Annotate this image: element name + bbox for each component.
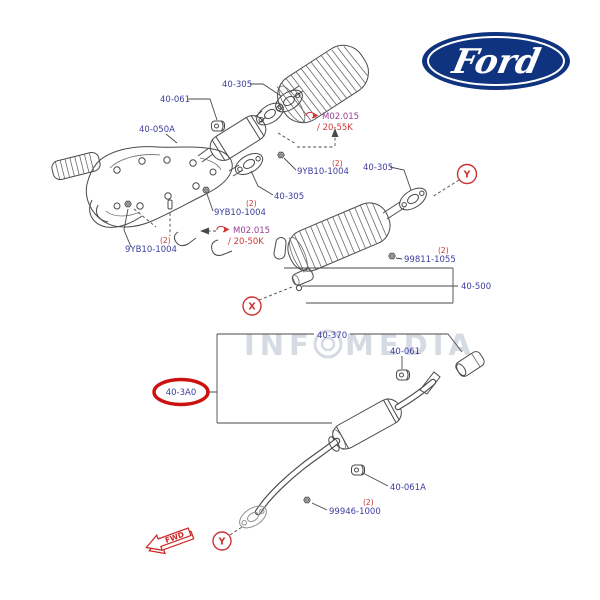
upper-assembly-drawing <box>51 44 460 304</box>
manifold-bracket-drawing <box>85 146 233 228</box>
upper-leader-lines <box>123 83 412 260</box>
callout-40-370[interactable]: 40-370 <box>317 331 347 341</box>
qty-stud-right: (2) <box>332 159 343 168</box>
callout-40-050a[interactable]: 40-050A <box>139 125 175 135</box>
flex-bellows-drawing <box>51 151 101 181</box>
qty-stud-left: (2) <box>160 236 171 245</box>
rubber-hanger-40-061a <box>351 464 365 476</box>
ford-logo: Ford <box>422 32 570 90</box>
small-bracket-drawing <box>173 231 233 256</box>
marker-y-lower[interactable]: Y <box>212 531 232 551</box>
watermark: INF MEDIA <box>244 328 471 362</box>
main-muffler-drawing <box>287 202 391 273</box>
tailpipe-core <box>395 379 436 410</box>
watermark-text-left: INF <box>244 328 314 362</box>
inlet-bolt <box>295 284 303 292</box>
tailpipe-tip-drawing <box>455 351 485 377</box>
stud-bolt-right <box>277 151 285 159</box>
lower-assembly-drawing: FWD <box>145 333 485 555</box>
bracket-40-370 <box>206 333 463 424</box>
qty-stud-mid: (2) <box>246 199 257 208</box>
stud-bolt-mid <box>202 186 210 194</box>
callout-9yb10-left[interactable]: 9YB10-1004 <box>125 245 177 255</box>
muffler-inlet-stub <box>291 268 314 286</box>
ford-logo-script: Ford <box>448 42 544 82</box>
highlight-40-3a0[interactable]: 40-3A0 <box>152 377 210 407</box>
callout-40-061a[interactable]: 40-061A <box>390 483 426 493</box>
ref-20-55k[interactable]: / 20-55K <box>317 123 353 133</box>
callout-99946-1000[interactable]: 99946-1000 <box>329 507 381 517</box>
marker-y-upper-label: Y <box>463 170 471 181</box>
lower-arm-drawing <box>89 199 143 228</box>
front-pipe-core <box>255 438 340 515</box>
ref-20-50k[interactable]: / 20-50K <box>228 237 264 247</box>
fwd-arrow-icon: FWD <box>145 527 195 555</box>
watermark-logo-o-icon <box>313 329 343 359</box>
hanger-pin-drawing <box>167 199 173 210</box>
lower-dashed-line <box>229 526 243 536</box>
callout-40-061-lower[interactable]: 40-061 <box>390 347 420 357</box>
callout-40-500[interactable]: 40-500 <box>461 282 491 292</box>
callout-99811-1055[interactable]: 99811-1055 <box>404 255 456 265</box>
marker-y-lower-label: Y <box>218 537 226 548</box>
resonator-drawing <box>332 398 402 450</box>
ref-icon-mid <box>216 225 230 233</box>
catalytic-converter-drawing <box>209 114 267 162</box>
callout-40-305-mid[interactable]: 40-305 <box>274 192 304 202</box>
callout-40-061-upper[interactable]: 40-061 <box>160 95 190 105</box>
marker-y-upper[interactable]: Y <box>456 163 478 185</box>
callout-40-305-top[interactable]: 40-305 <box>222 80 252 90</box>
nut-99946 <box>303 496 311 504</box>
callout-40-305-right[interactable]: 40-305 <box>363 163 393 173</box>
callout-9yb10-mid[interactable]: 9YB10-1004 <box>214 208 266 218</box>
ref-m02-015-mid[interactable]: M02.015 <box>233 226 270 236</box>
lower-leader-lines <box>311 356 403 511</box>
tailpipe-bracket-fin <box>419 371 441 395</box>
heat-shield-muffler-drawing <box>276 44 369 124</box>
qty-99946: (2) <box>363 498 374 507</box>
qty-99811: (2) <box>438 246 449 255</box>
pipe-clamp-ring <box>328 436 340 452</box>
muffler-outlet-pipe <box>382 201 405 220</box>
marker-x[interactable]: X <box>242 296 262 316</box>
bracket-40-500 <box>284 267 458 304</box>
bolt-99811 <box>388 252 396 260</box>
ref-icon-top <box>305 111 319 119</box>
callout-9yb10-right[interactable]: 9YB10-1004 <box>297 167 349 177</box>
pipe-stub <box>197 147 214 163</box>
stud-bolt-left <box>124 200 132 208</box>
rubber-hanger-upper <box>211 120 225 132</box>
hook-hanger-drawing <box>273 236 287 260</box>
upper-dashed-lines <box>133 128 460 301</box>
marker-x-label: X <box>248 302 256 313</box>
pipe-stub <box>228 164 244 177</box>
rubber-hanger-40-061 <box>396 369 410 381</box>
ref-m02-015-top[interactable]: M02.015 <box>322 112 359 122</box>
highlight-40-3a0-label[interactable]: 40-3A0 <box>166 388 197 398</box>
